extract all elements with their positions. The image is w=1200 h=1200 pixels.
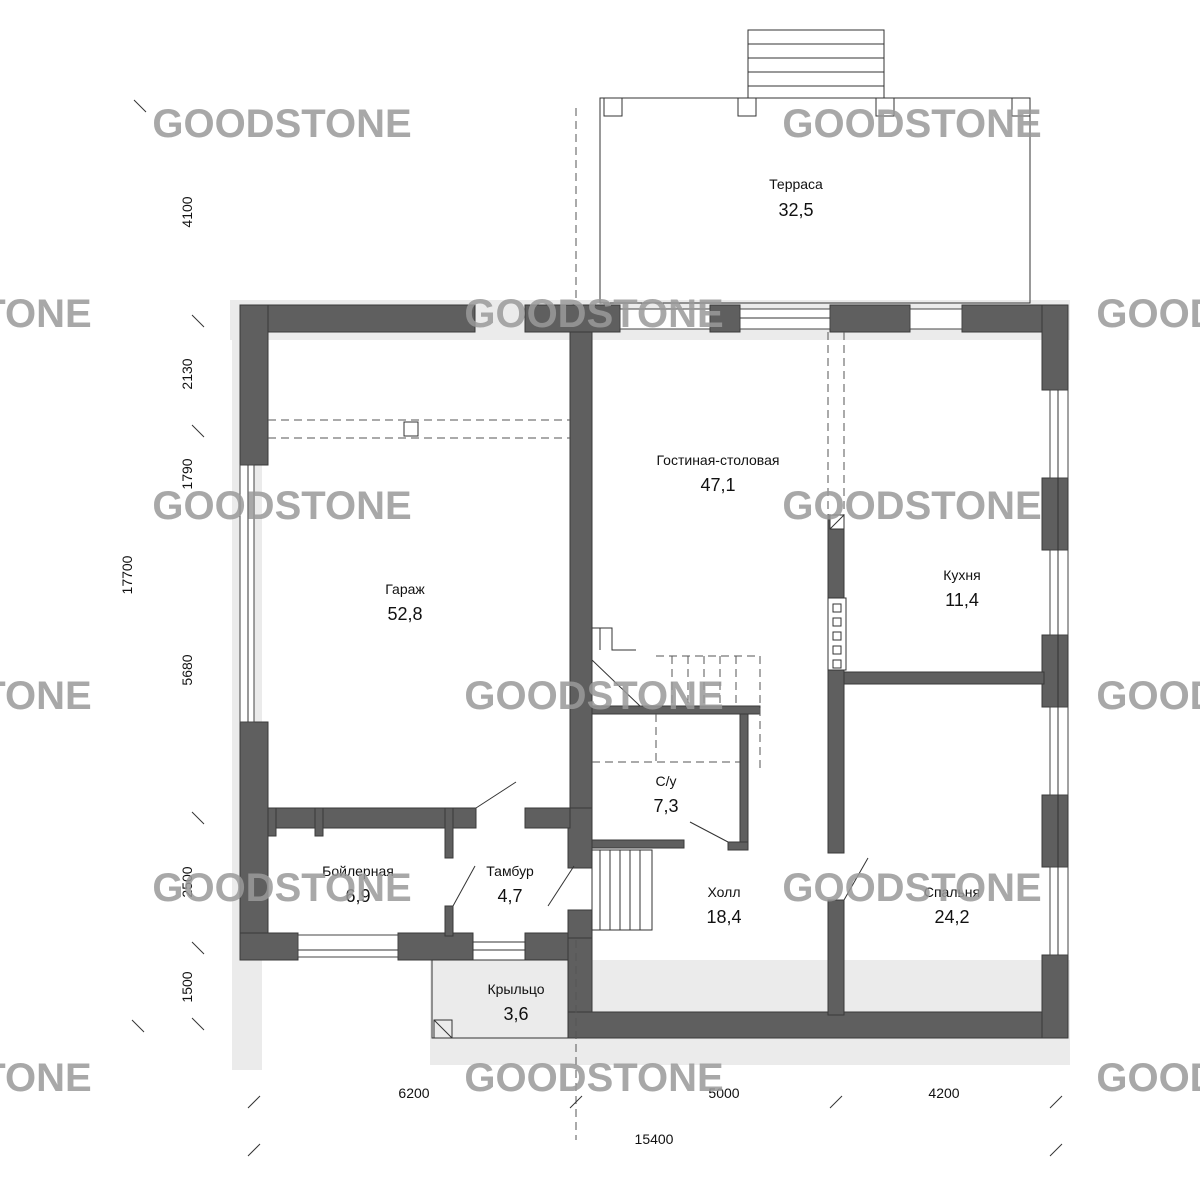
watermark: GOODSTONE <box>152 866 411 910</box>
room-area-kitchen: 11,4 <box>945 590 979 610</box>
room-name-vestibule: Тамбур <box>486 863 534 879</box>
porch <box>431 959 569 1039</box>
room-name-living: Гостиная-столовая <box>657 452 780 468</box>
room-area-terrace: 32,5 <box>778 200 813 220</box>
dimension-chain-bottom: 6200 5000 4200 15400 <box>247 1085 1063 1157</box>
watermark: GOODSTONE <box>1096 292 1200 336</box>
dim-6200: 6200 <box>398 1085 429 1101</box>
watermark: GOODSTONE <box>464 674 723 718</box>
watermarks: GOODSTONE GOODSTONE GOODSTONE GOODSTONE … <box>0 102 1200 1100</box>
exterior-walls <box>239 304 1069 1039</box>
windows <box>239 308 1069 958</box>
room-name-porch: Крыльцо <box>487 981 544 997</box>
room-area-bathroom: 7,3 <box>653 796 678 816</box>
dim-17700: 17700 <box>119 555 135 594</box>
dim-1500: 1500 <box>179 971 195 1002</box>
room-area-bedroom: 24,2 <box>934 907 969 927</box>
room-labels: Терраса 32,5 Гостиная-столовая 47,1 Кухн… <box>322 176 981 1024</box>
dim-5680: 5680 <box>179 654 195 685</box>
dim-4100: 4100 <box>179 196 195 227</box>
terrace-structure <box>575 29 1031 304</box>
room-name-garage: Гараж <box>385 581 425 597</box>
watermark: GOODSTONE <box>782 102 1041 146</box>
watermark: GOODSTONE <box>1096 674 1200 718</box>
interior-walls <box>267 331 1045 1016</box>
watermark: GOODSTONE <box>0 674 92 718</box>
room-name-hall: Холл <box>708 884 741 900</box>
dimension-chain-left: 4100 2130 1790 5680 2500 1500 17700 <box>119 99 205 1033</box>
room-area-porch: 3,6 <box>503 1004 528 1024</box>
watermark: GOODSTONE <box>782 866 1041 910</box>
dim-2500: 2500 <box>179 866 195 897</box>
dim-2130: 2130 <box>179 358 195 389</box>
doors <box>452 781 869 951</box>
room-name-bathroom: С/у <box>656 773 677 789</box>
room-area-hall: 18,4 <box>706 907 741 927</box>
room-name-bedroom: Спальня <box>924 884 980 900</box>
room-area-boiler: 6,9 <box>345 886 370 906</box>
room-name-boiler: Бойлерная <box>322 863 394 879</box>
room-area-vestibule: 4,7 <box>497 886 522 906</box>
watermark: GOODSTONE <box>0 1056 92 1100</box>
watermark: GOODSTONE <box>152 484 411 528</box>
beams <box>268 332 845 1140</box>
watermark: GOODSTONE <box>464 1056 723 1100</box>
watermark: GOODSTONE <box>782 484 1041 528</box>
watermark: GOODSTONE <box>152 102 411 146</box>
room-area-living: 47,1 <box>700 475 735 495</box>
dim-5000: 5000 <box>708 1085 739 1101</box>
watermark: GOODSTONE <box>0 292 92 336</box>
stairs <box>591 627 761 931</box>
room-name-terrace: Терраса <box>769 176 823 192</box>
room-name-kitchen: Кухня <box>943 567 980 583</box>
watermark: GOODSTONE <box>1096 1056 1200 1100</box>
room-area-garage: 52,8 <box>387 604 422 624</box>
dim-1790: 1790 <box>179 458 195 489</box>
watermark: GOODSTONE <box>464 292 723 336</box>
chimney <box>827 514 847 671</box>
dim-4200: 4200 <box>928 1085 959 1101</box>
dim-15400: 15400 <box>635 1131 674 1147</box>
